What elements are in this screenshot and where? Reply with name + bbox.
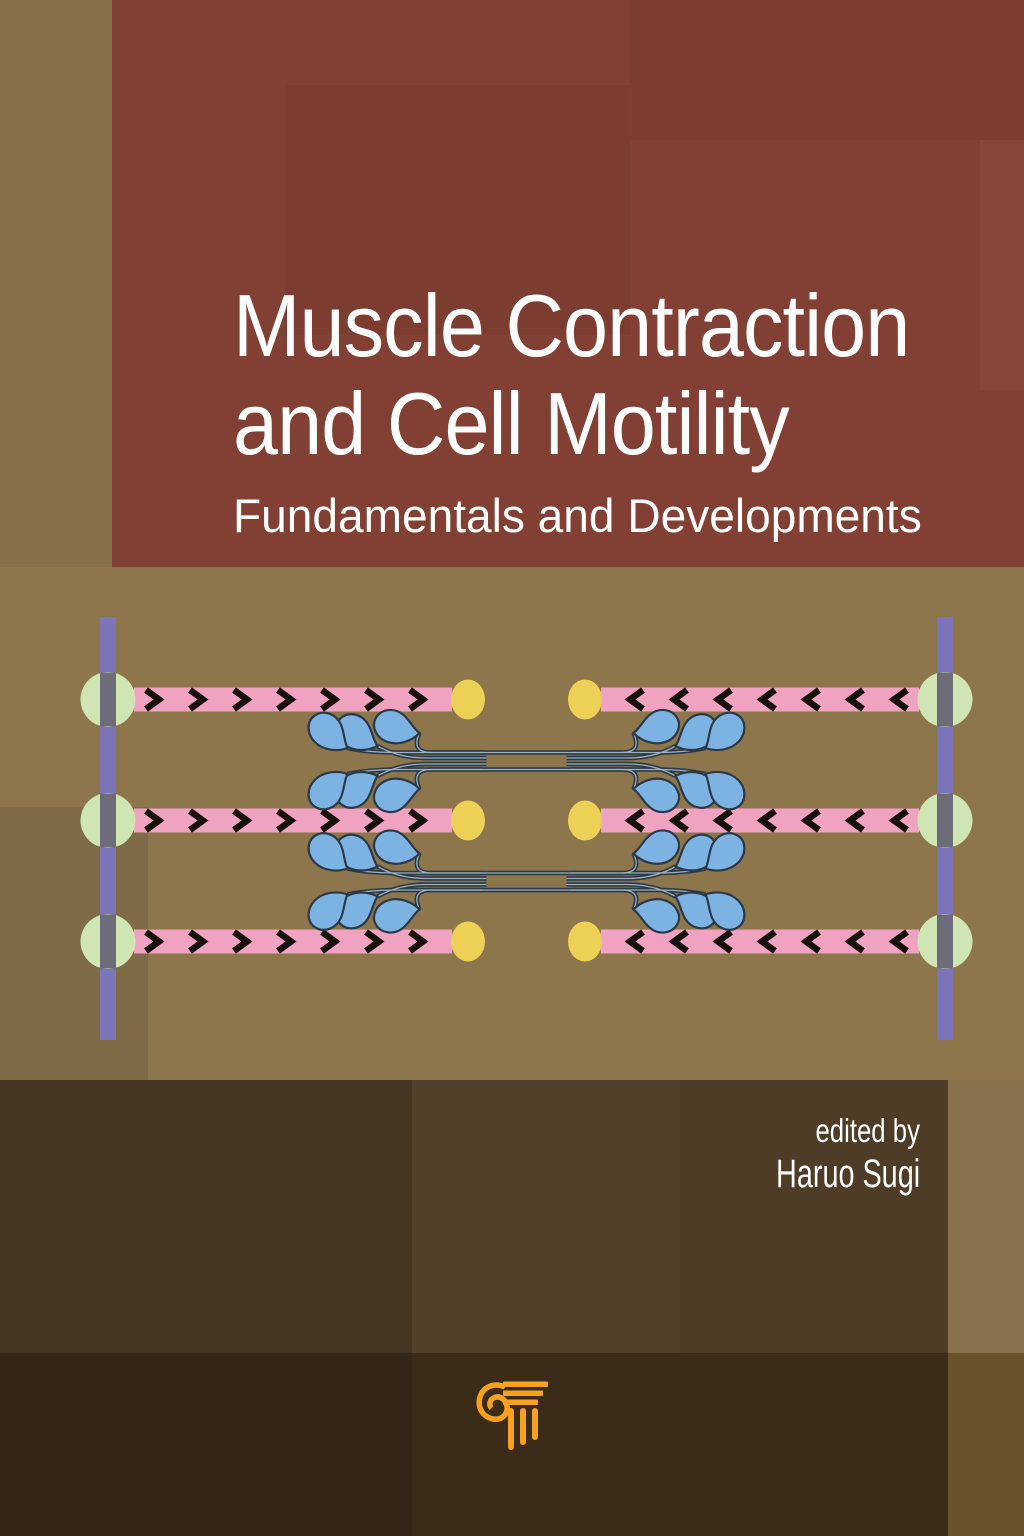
bottom-panel-band-mid [412,1080,680,1353]
logo-bar-icon [503,1399,538,1405]
subtitle: Fundamentals and Developments [233,489,922,542]
column-capital-logo [476,1381,548,1450]
logo-shaft-icon [520,1408,526,1445]
logo-shaft-icon [532,1408,538,1440]
myosin-filament-upper [308,701,746,821]
logo-shaft-icon [508,1408,514,1450]
right-strip-upper [948,1080,1024,1353]
bottom-panel-band-right [680,1080,948,1353]
z-line-left [80,617,136,1040]
edited-by-label: edited by [815,1112,920,1149]
title-line-1: Muscle Contraction [233,276,910,375]
background-tan-left-strip [0,0,112,567]
editor-name: Haruo Sugi [775,1152,920,1196]
right-strip-lower [948,1353,1024,1536]
title-panel-shade-right [980,140,1024,390]
bottom-panel-lower-left [0,1353,412,1536]
logo-bar-icon [503,1390,543,1396]
title-line-2: and Cell Motility [233,374,790,473]
sarcomere-diagram [80,617,973,1040]
logo-volute-icon [476,1382,510,1422]
myosin-filament-lower [308,822,746,942]
z-line-right [917,617,973,1040]
title-panel-shade-topright [630,0,1024,140]
bottom-panel-band-left [0,1080,412,1353]
title-panel-shade-center [285,85,630,335]
logo-bar-icon [503,1381,548,1387]
